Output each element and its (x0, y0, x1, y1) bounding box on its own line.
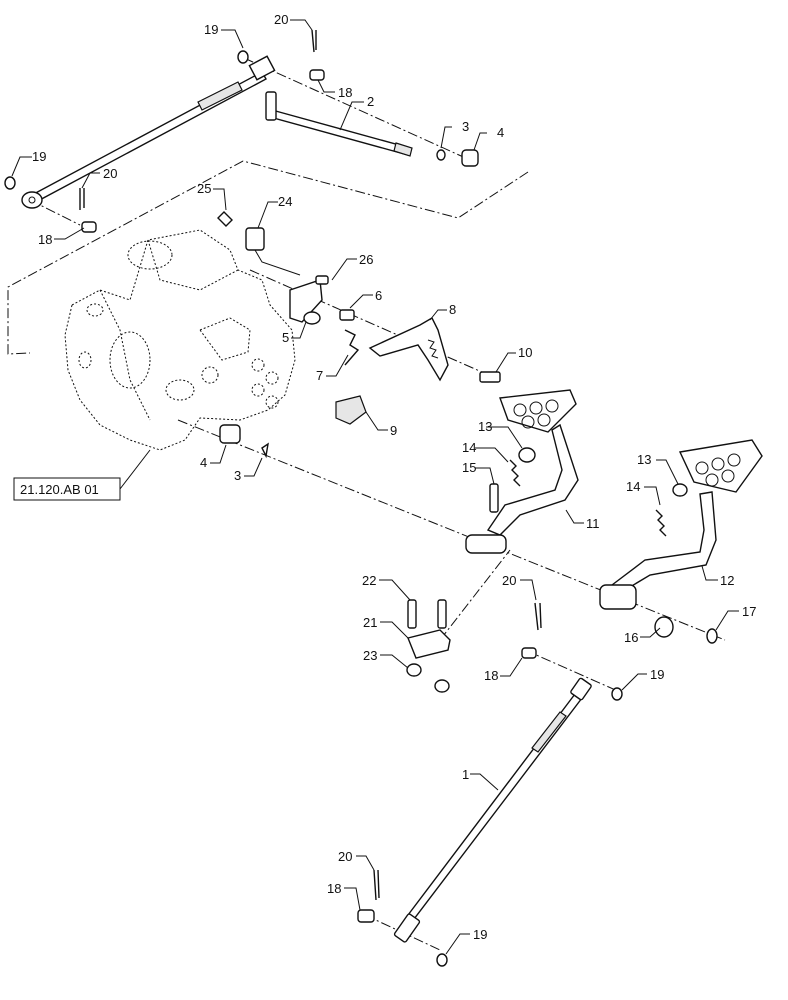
brake-pedal-11 (465, 389, 579, 554)
callout-24[interactable]: 24 (278, 194, 292, 209)
callout-4-upper[interactable]: 4 (497, 125, 504, 140)
washer-19-left (4, 176, 16, 190)
clutch-pedal-12 (599, 439, 763, 610)
callout-3-upper[interactable]: 3 (462, 119, 469, 134)
callout-22[interactable]: 22 (362, 573, 376, 588)
pedal-pad-9 (335, 395, 367, 425)
pin-18-left (81, 221, 97, 233)
callout-26[interactable]: 26 (359, 252, 373, 267)
bracket-21 (407, 629, 451, 659)
bolt-6 (339, 309, 355, 321)
callout-14-right[interactable]: 14 (626, 479, 640, 494)
ring-3-lower (261, 442, 269, 459)
callout-25[interactable]: 25 (197, 181, 211, 196)
switch-24 (245, 227, 265, 251)
callout-7[interactable]: 7 (316, 368, 323, 383)
callout-21[interactable]: 21 (363, 615, 377, 630)
callout-5[interactable]: 5 (282, 330, 289, 345)
ring-17 (706, 628, 718, 644)
axis-line-mid (249, 269, 501, 381)
cross-shaft-2 (265, 91, 413, 157)
callout-20-bottom[interactable]: 20 (338, 849, 352, 864)
harness-24 (254, 249, 301, 276)
reference-label: 21.120.AB 01 (20, 482, 99, 497)
callout-16[interactable]: 16 (624, 630, 638, 645)
callout-18-bottom[interactable]: 18 (327, 881, 341, 896)
axis-line-pedal-pin (439, 549, 511, 641)
bolt-10 (479, 371, 501, 383)
lower-linkage-rod-1 (393, 677, 592, 943)
bushing-4-upper (461, 149, 479, 167)
axis-line-rod (524, 649, 621, 693)
phantom-outline-upper (7, 160, 529, 355)
callout-23[interactable]: 23 (363, 648, 377, 663)
callout-13-left[interactable]: 13 (478, 419, 492, 434)
cotter-pin-20-lower (373, 869, 380, 901)
upper-linkage-rod (21, 55, 276, 209)
transmission-housing (64, 229, 296, 451)
pin-15 (489, 483, 499, 513)
washer-19-lower (436, 953, 448, 967)
callout-9[interactable]: 9 (390, 423, 397, 438)
callout-18-top[interactable]: 18 (338, 85, 352, 100)
callout-17[interactable]: 17 (742, 604, 756, 619)
pin-18-upper (309, 69, 325, 81)
callout-8[interactable]: 8 (449, 302, 456, 317)
cotter-pin-20-left (79, 188, 85, 210)
callout-4-lower[interactable]: 4 (200, 455, 207, 470)
nut-23b (434, 679, 450, 693)
bolt-22b (437, 599, 447, 629)
spring-14-right (655, 509, 667, 537)
spring-14-left (509, 459, 521, 487)
callout-6[interactable]: 6 (375, 288, 382, 303)
bushing-5 (303, 311, 321, 325)
bushing-4-lower (219, 424, 241, 444)
cotter-pin-20-mid (534, 602, 542, 631)
callout-20-mid[interactable]: 20 (502, 573, 516, 588)
callout-14-left[interactable]: 14 (462, 440, 476, 455)
washer-16 (654, 616, 674, 638)
washer-19-mid (611, 687, 623, 701)
callout-19-bottom[interactable]: 19 (473, 927, 487, 942)
callout-18-mid[interactable]: 18 (484, 668, 498, 683)
reference-leader (119, 449, 151, 490)
pin-25 (217, 211, 233, 227)
callout-12[interactable]: 12 (720, 573, 734, 588)
callout-15[interactable]: 15 (462, 460, 476, 475)
callout-1[interactable]: 1 (462, 767, 469, 782)
callout-2[interactable]: 2 (367, 94, 374, 109)
sector-teeth-8 (427, 339, 439, 359)
cotter-pin-20-upper (311, 29, 317, 53)
callout-13-right[interactable]: 13 (637, 452, 651, 467)
spring-7 (344, 329, 360, 366)
axis-line-shaft (243, 57, 471, 161)
sector-plate-8 (368, 317, 449, 382)
leader-lines (11, 19, 739, 955)
callout-20-left[interactable]: 20 (103, 166, 117, 181)
pin-18-mid (521, 647, 537, 659)
callout-18-left[interactable]: 18 (38, 232, 52, 247)
stop-13-left (518, 447, 536, 463)
ring-3-upper (436, 149, 446, 161)
bolt-22 (407, 599, 417, 629)
callout-19-mid[interactable]: 19 (650, 667, 664, 682)
screw-26 (315, 275, 329, 285)
pin-18-lower (357, 909, 375, 923)
stop-13-right (672, 483, 688, 497)
washer-19-upper (237, 50, 249, 64)
callout-19-top[interactable]: 19 (204, 22, 218, 37)
nut-23 (406, 663, 422, 677)
bracket-5 (289, 279, 323, 323)
callout-10[interactable]: 10 (518, 345, 532, 360)
callout-3-lower[interactable]: 3 (234, 468, 241, 483)
callout-19-left[interactable]: 19 (32, 149, 46, 164)
callout-20-top[interactable]: 20 (274, 12, 288, 27)
callout-11[interactable]: 11 (586, 516, 600, 531)
